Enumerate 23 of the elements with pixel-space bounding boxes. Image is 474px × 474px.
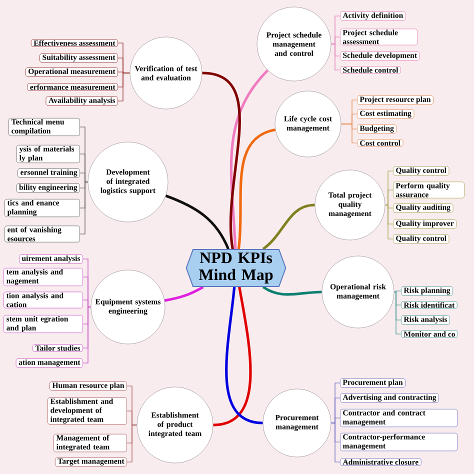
branch-line	[225, 286, 263, 424]
branch-line	[230, 69, 269, 250]
branch-line	[202, 72, 241, 250]
bracket-line	[384, 190, 394, 206]
branch-line	[262, 286, 322, 296]
bracket-line	[384, 204, 394, 240]
bracket-line	[126, 424, 138, 462]
bracket-line	[394, 292, 402, 334]
bracket-line	[394, 290, 402, 292]
branch-line	[237, 128, 276, 250]
bracket-line	[80, 182, 88, 234]
center-hexagon: NPD KPIs Mind Map	[186, 249, 286, 287]
bracket-line	[82, 306, 92, 364]
bracket-line	[340, 124, 358, 144]
bracket-line	[330, 422, 340, 462]
bracket-line	[82, 300, 92, 308]
branch-line	[165, 194, 230, 250]
bracket-line	[118, 72, 130, 102]
branch-line	[164, 286, 204, 302]
bracket-line	[330, 44, 340, 70]
branch-line	[213, 286, 252, 426]
branch-line	[262, 204, 315, 250]
bracket-line	[80, 172, 88, 182]
